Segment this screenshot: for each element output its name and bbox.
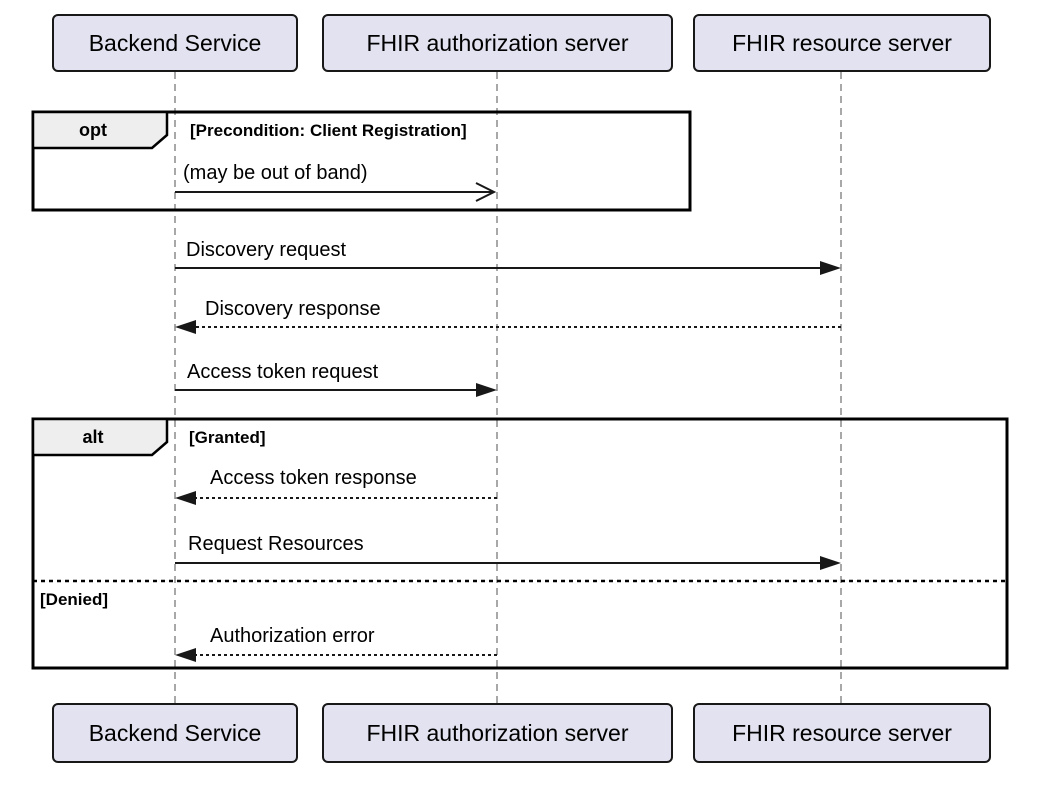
- opt-fragment-frame: [31, 110, 692, 212]
- participant-top-backend-service: Backend Service: [52, 14, 298, 72]
- participant-label: Backend Service: [88, 29, 262, 56]
- alt-fragment-label-pentagon: [31, 417, 169, 457]
- opt-operator-label: opt: [79, 120, 107, 140]
- alt-fragment-frame: [31, 417, 1009, 670]
- alt-condition-granted-label: [Granted]: [189, 428, 266, 447]
- message-label-discovery-response: Discovery response: [205, 298, 381, 320]
- arrowhead-request-resources: [820, 556, 841, 570]
- opt-fragment-label-pentagon: [31, 110, 169, 150]
- participant-bottom-fhir-resource-server: FHIR resource server: [693, 703, 991, 763]
- arrowhead-discovery-response: [175, 320, 196, 334]
- arrowhead-discovery-request: [820, 261, 841, 275]
- message-label-access-token-response: Access token response: [210, 467, 417, 489]
- message-label-access-token-request: Access token request: [187, 361, 379, 383]
- message-label-authorization-error: Authorization error: [210, 625, 375, 647]
- participant-bottom-fhir-authorization-server: FHIR authorization server: [322, 703, 673, 763]
- message-label-request-resources: Request Resources: [188, 533, 364, 555]
- participant-bottom-backend-service: Backend Service: [52, 703, 298, 763]
- participant-label: FHIR resource server: [732, 719, 952, 746]
- arrowhead-open-may-be-out-of-band: [475, 182, 497, 202]
- message-label-discovery-request: Discovery request: [186, 239, 347, 261]
- message-label-may-be-out-of-band: (may be out of band): [183, 162, 368, 184]
- participant-label: Backend Service: [88, 719, 262, 746]
- alt-condition-denied-label: [Denied]: [40, 590, 108, 609]
- arrowhead-access-token-response: [175, 491, 196, 505]
- participant-top-fhir-authorization-server: FHIR authorization server: [322, 14, 673, 72]
- participant-label: FHIR authorization server: [366, 719, 629, 746]
- participant-label: FHIR resource server: [732, 29, 952, 56]
- alt-operator-label: alt: [82, 427, 104, 447]
- arrowhead-authorization-error: [175, 648, 196, 662]
- participant-label: FHIR authorization server: [366, 29, 629, 56]
- opt-condition-label: [Precondition: Client Registration]: [190, 121, 467, 140]
- arrowhead-access-token-request: [476, 383, 497, 397]
- participant-top-fhir-resource-server: FHIR resource server: [693, 14, 991, 72]
